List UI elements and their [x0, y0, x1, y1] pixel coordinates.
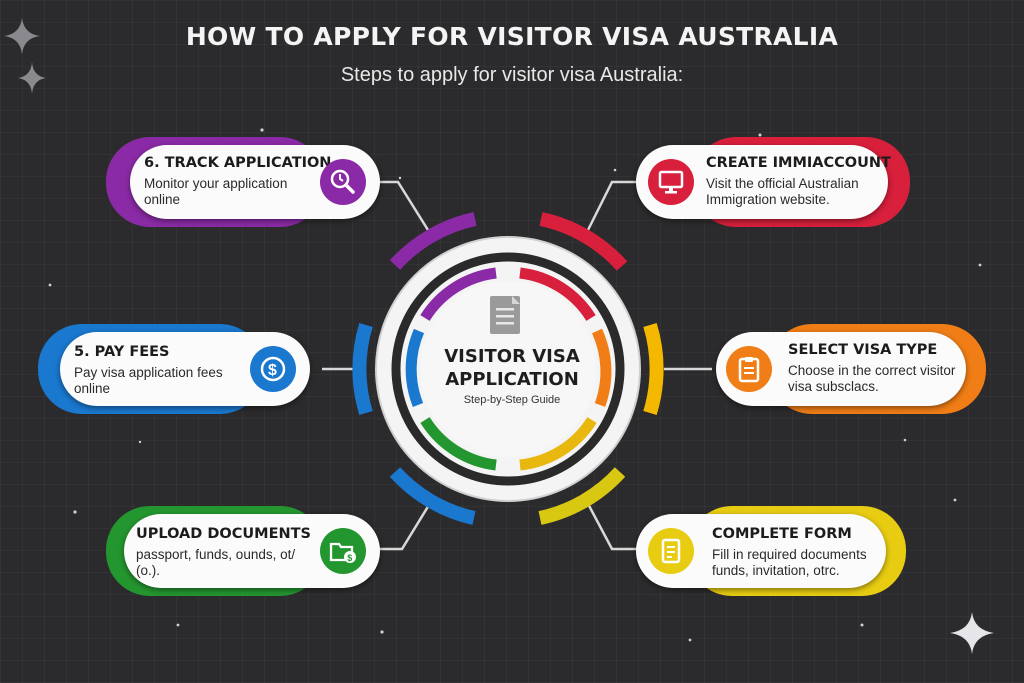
step-card-select-visa-type: SELECT VISA TYPE Choose in the correct v… [716, 324, 986, 414]
folder-money-icon: $ [320, 528, 366, 574]
step-description: Choose in the correct visitor visa subsc… [788, 363, 956, 394]
step-card-track-application: 6. TRACK APPLICATION Monitor your applic… [106, 137, 380, 227]
page-subtitle: Steps to apply for visitor visa Australi… [340, 64, 684, 86]
step-description: Monitor your application online [144, 176, 288, 207]
dollar-icon: $ [250, 346, 296, 392]
step-description: Pay visa application fees online [74, 365, 223, 396]
step-card-upload-documents: UPLOAD DOCUMENTS passport, funds, ounds,… [106, 506, 380, 596]
step-title: CREATE IMMIACCOUNT [706, 155, 891, 171]
step-title: 6. TRACK APPLICATION [144, 155, 332, 171]
svg-text:$: $ [268, 362, 277, 379]
hub-dark-ring [391, 252, 625, 486]
hub-title-line2: APPLICATION [445, 369, 579, 390]
hub-title-line1: VISITOR VISA [444, 346, 580, 367]
search-clock-icon [320, 159, 366, 205]
step-title: COMPLETE FORM [712, 526, 852, 542]
connector-lines [322, 180, 712, 551]
form-icon [648, 528, 694, 574]
step-description: Visit the official Australian Immigratio… [706, 176, 859, 207]
monitor-icon [648, 159, 694, 205]
step-card-pay-fees: 5. PAY FEES Pay visa application fees on… [38, 324, 310, 414]
step-description: Fill in required documents funds, invita… [712, 547, 867, 578]
step-title: UPLOAD DOCUMENTS [136, 526, 311, 542]
step-title: 5. PAY FEES [74, 344, 170, 360]
step-title: SELECT VISA TYPE [788, 342, 938, 358]
sparkle-icon [4, 18, 40, 54]
sparkle-icon [18, 62, 46, 94]
page-title: HOW TO APPLY FOR VISITOR VISA AUSTRALIA [185, 22, 839, 51]
hub-caption: Step-by-Step Guide [463, 394, 561, 406]
hub-inner-face [420, 281, 596, 457]
hub-color-ring [405, 267, 612, 471]
sparkle-icon [950, 612, 994, 654]
step-card-create-immiaccount: CREATE IMMIACCOUNT Visit the official Au… [636, 137, 910, 227]
star-dots [48, 128, 982, 642]
step-card-complete-form: COMPLETE FORM Fill in required documents… [636, 506, 906, 596]
document-icon [490, 296, 520, 334]
svg-text:$: $ [347, 553, 352, 563]
clipboard-icon [726, 346, 772, 392]
step-description: passport, funds, ounds, ot/ (o.). [136, 547, 296, 578]
outer-ring [352, 212, 664, 525]
